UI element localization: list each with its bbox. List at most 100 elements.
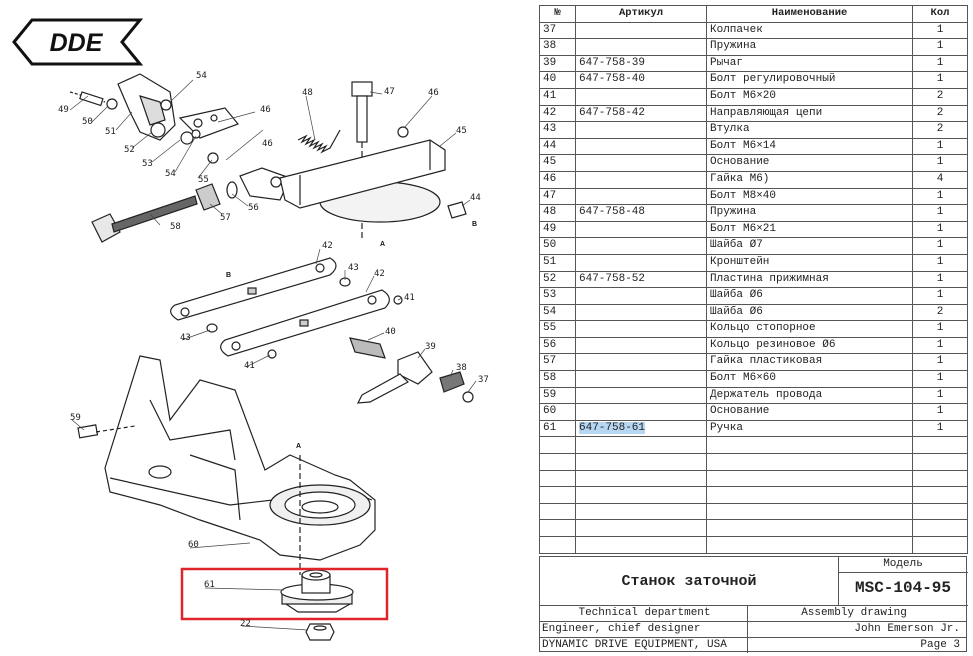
parts-table-header: № Артикул Наименование Кол <box>539 5 968 23</box>
empty-cell <box>706 453 913 471</box>
row-qty: 1 <box>912 220 968 239</box>
row-article: 647-758-48 <box>575 204 707 222</box>
empty-cell <box>539 453 576 471</box>
row-name: Шайба Ø6 <box>706 287 913 305</box>
callout: 49 <box>58 105 69 115</box>
callout: 43 <box>348 263 359 273</box>
selected-article-text[interactable]: 647-758-61 <box>579 421 646 434</box>
company: DYNAMIC DRIVE EQUIPMENT, USA <box>540 637 748 653</box>
row-qty: 1 <box>912 419 968 438</box>
product-name: Станок заточной <box>540 557 839 606</box>
header-num: № <box>539 5 576 23</box>
empty-cell <box>706 536 913 554</box>
empty-cell <box>539 486 576 504</box>
row-num: 47 <box>539 187 576 206</box>
empty-cell <box>575 502 707 521</box>
empty-cell <box>539 536 576 554</box>
role: Engineer, chief designer <box>540 621 748 637</box>
row-article <box>575 121 707 139</box>
empty-cell <box>912 519 968 537</box>
row-name: Кронштейн <box>706 253 913 272</box>
title-block: Станок заточной Модель MSC-104-95 Techni… <box>539 556 968 653</box>
row-num: 52 <box>539 270 576 289</box>
bolt-assembly <box>91 167 291 243</box>
empty-row <box>539 469 968 488</box>
title-block-row: Technical department Assembly drawing <box>540 605 966 622</box>
row-article <box>575 21 707 40</box>
empty-cell <box>912 436 968 455</box>
row-name: Пружина <box>706 204 913 222</box>
callout: 45 <box>456 126 467 136</box>
row-article <box>575 87 707 106</box>
empty-cell <box>912 453 968 471</box>
empty-cell <box>706 486 913 504</box>
callout: 57 <box>220 213 231 223</box>
callout: 22 <box>240 619 251 629</box>
row-name: Пружина <box>706 38 913 56</box>
row-article: 647-758-42 <box>575 104 707 123</box>
empty-cell <box>912 469 968 488</box>
row-num: 44 <box>539 137 576 156</box>
row-num: 42 <box>539 104 576 123</box>
callout: 47 <box>384 87 395 97</box>
callout: 41 <box>404 293 415 303</box>
callout: 58 <box>170 222 181 232</box>
row-num: 50 <box>539 237 576 255</box>
row-qty: 1 <box>912 21 968 40</box>
title-block-row: Engineer, chief designer John Emerson Jr… <box>540 621 966 638</box>
view-tag-a: A <box>380 241 385 248</box>
empty-row <box>539 436 968 455</box>
row-num: 55 <box>539 320 576 338</box>
row-name: Болт М8×40 <box>706 187 913 206</box>
dde-logo: DDE <box>12 18 144 66</box>
row-article <box>575 38 707 56</box>
row-name: Кольцо стопорное <box>706 320 913 338</box>
row-article <box>575 353 707 372</box>
header-qty: Кол <box>912 5 968 23</box>
row-article <box>575 403 707 421</box>
callout: 46 <box>260 105 271 115</box>
row-qty: 1 <box>912 54 968 73</box>
row-num: 40 <box>539 71 576 89</box>
empty-cell <box>539 436 576 455</box>
row-qty: 1 <box>912 353 968 372</box>
model-label: Модель <box>838 557 968 573</box>
callout: 56 <box>248 203 259 213</box>
row-name: Держатель провода <box>706 386 913 405</box>
row-article <box>575 320 707 338</box>
row-qty: 1 <box>912 386 968 405</box>
lever-assembly <box>349 337 474 404</box>
row-num: 51 <box>539 253 576 272</box>
doc-type: Assembly drawing <box>801 607 907 619</box>
base-45 <box>270 126 467 223</box>
row-article: 647-758-61 <box>575 419 707 438</box>
row-qty: 1 <box>912 270 968 289</box>
callout: 54 <box>165 169 176 179</box>
callout: 39 <box>425 342 436 352</box>
row-qty: 1 <box>912 237 968 255</box>
clamp-assembly <box>69 73 239 164</box>
empty-cell <box>912 486 968 504</box>
row-name: Болт М6×14 <box>706 137 913 156</box>
row-article <box>575 370 707 388</box>
exploded-view-svg: DDE <box>12 18 489 641</box>
row-name: Шайба Ø7 <box>706 237 913 255</box>
row-article <box>575 154 707 172</box>
empty-cell <box>539 519 576 537</box>
empty-cell <box>706 519 913 537</box>
row-num: 43 <box>539 121 576 139</box>
row-qty: 2 <box>912 87 968 106</box>
callout: 51 <box>105 127 116 137</box>
row-name: Основание <box>706 154 913 172</box>
